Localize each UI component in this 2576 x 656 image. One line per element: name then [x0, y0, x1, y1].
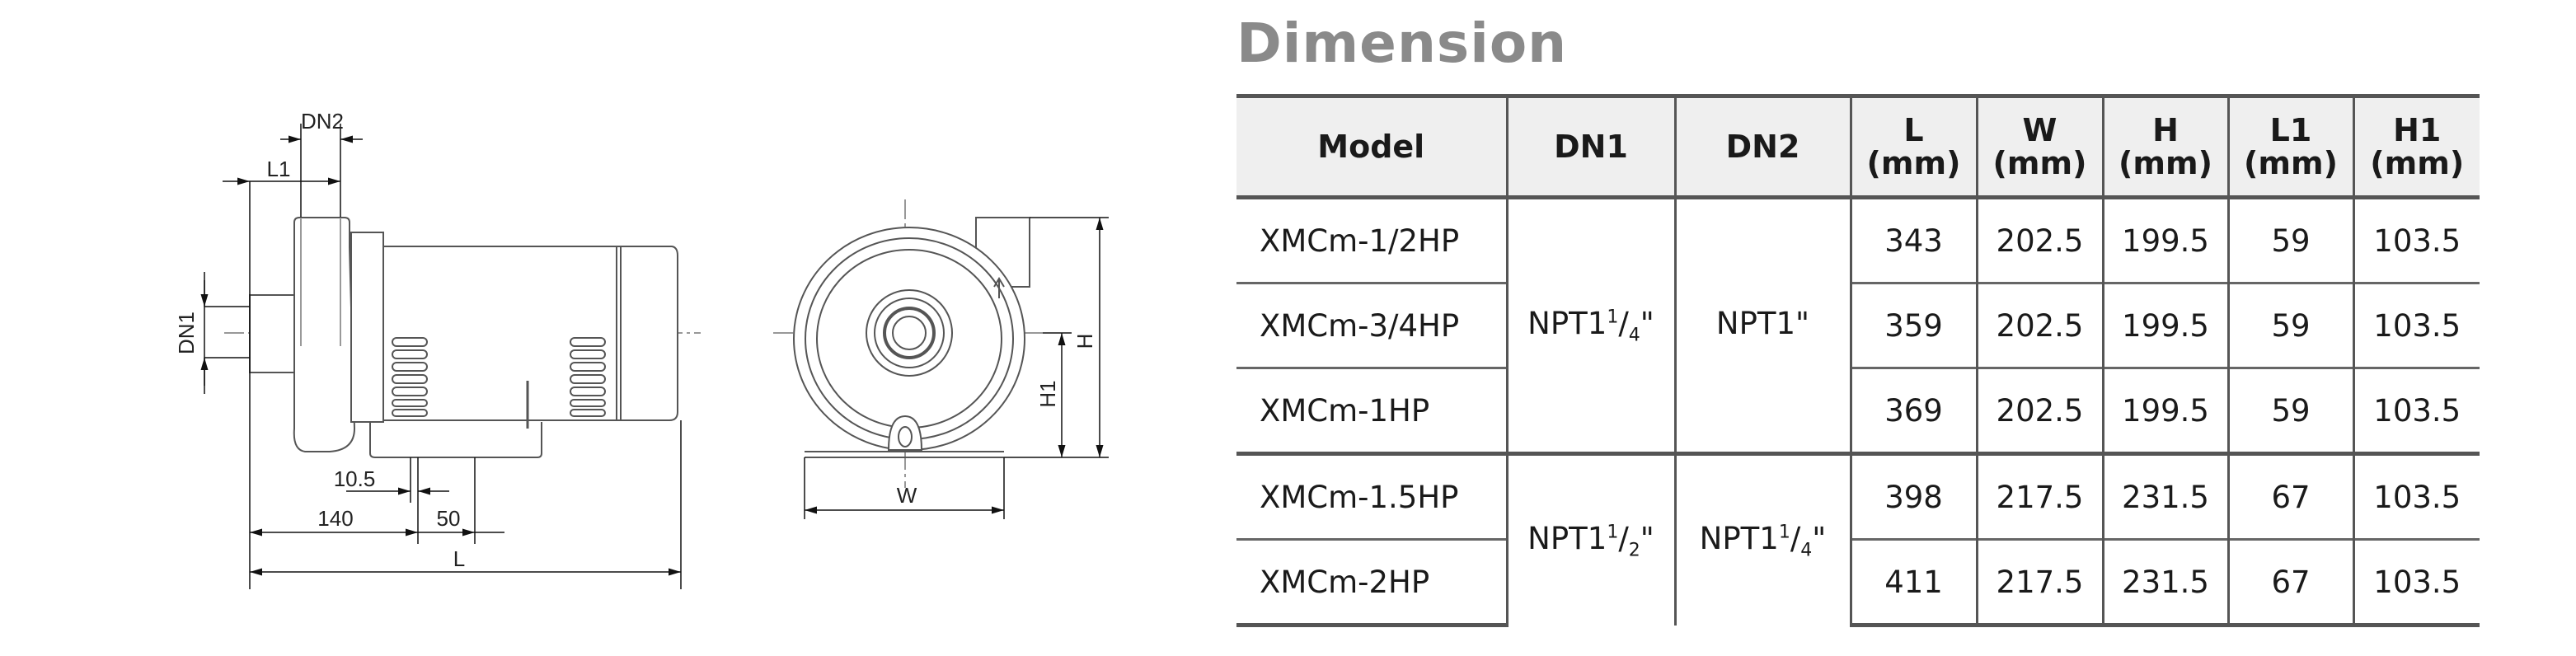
size-base: NPT1" [1715, 305, 1810, 341]
cell-w: 217.5 [1975, 538, 2103, 627]
header-w: W(mm) [1975, 96, 2103, 198]
size-numerator: 1 [1778, 522, 1790, 543]
cell-h: 199.5 [2101, 367, 2228, 454]
label-h: H [1072, 334, 1097, 349]
header-row: Model DN1 DN2 L(mm) W(mm) H(mm) L1(mm) H… [1236, 96, 2480, 198]
cell-h: 199.5 [2101, 196, 2228, 283]
cell-h: 231.5 [2101, 538, 2228, 627]
cell-l: 343 [1849, 196, 1977, 283]
label-dn1: DN1 [174, 312, 199, 354]
cell-h1: 103.5 [2352, 282, 2480, 368]
label-l: L [453, 546, 465, 571]
size-denominator: 2 [1628, 539, 1640, 560]
cell-w: 202.5 [1975, 196, 2103, 283]
cell-w: 202.5 [1975, 282, 2103, 368]
cell-h: 231.5 [2101, 452, 2228, 540]
cell-model: XMCm-3/4HP [1236, 282, 1507, 368]
cell-l1: 67 [2226, 538, 2353, 627]
header-model: Model [1236, 96, 1507, 198]
label-l1: L1 [267, 157, 291, 181]
fraction-slash: / [1790, 520, 1801, 556]
cell-l: 411 [1849, 538, 1977, 627]
front-view [773, 199, 1043, 488]
pump-dimension-drawing: DN2 L1 DN1 10.5 140 50 L W H H1 [174, 109, 1109, 589]
size-denominator: 4 [1628, 325, 1640, 346]
header-l1: L1(mm) [2226, 96, 2353, 198]
cell-model: XMCm-1/2HP [1236, 196, 1507, 283]
fraction-slash: / [1618, 305, 1629, 341]
cell-dn1: NPT11/2" [1505, 452, 1675, 626]
npt-size: NPT1" [1716, 306, 1809, 341]
header-label: W [2022, 112, 2058, 148]
size-numerator: 1 [1607, 307, 1619, 328]
cell-l1: 59 [2226, 367, 2353, 454]
cell-model: XMCm-2HP [1236, 538, 1507, 627]
header-unit: (mm) [2119, 145, 2212, 181]
header-unit: (mm) [1992, 145, 2087, 181]
label-10-5: 10.5 [334, 466, 376, 491]
cell-h1: 103.5 [2352, 538, 2480, 627]
cell-dn2: NPT11/4" [1673, 452, 1851, 626]
npt-size: NPT11/4" [1527, 305, 1654, 345]
size-suffix: " [1812, 520, 1827, 556]
cell-l1: 67 [2226, 452, 2353, 540]
header-unit: (mm) [1866, 145, 1961, 181]
side-view [224, 217, 701, 458]
cell-l: 359 [1849, 282, 1977, 368]
size-base: NPT1 [1527, 305, 1607, 341]
cell-w: 202.5 [1975, 367, 2103, 454]
header-label: L1 [2269, 112, 2312, 148]
header-h: H(mm) [2101, 96, 2228, 198]
label-50: 50 [437, 506, 461, 531]
cell-h1: 103.5 [2352, 196, 2480, 283]
cell-model: XMCm-1HP [1236, 367, 1507, 454]
header-dn2: DN2 [1673, 96, 1851, 198]
cell-model: XMCm-1.5HP [1236, 452, 1507, 540]
header-l: L(mm) [1849, 96, 1977, 198]
size-denominator: 4 [1800, 539, 1813, 560]
cell-l: 369 [1849, 367, 1977, 454]
size-base: NPT1 [1699, 520, 1779, 556]
npt-size: NPT11/4" [1699, 520, 1827, 560]
side-view-dimensions [200, 124, 682, 589]
header-label: H1 [2393, 112, 2442, 148]
size-suffix: " [1640, 520, 1654, 556]
cell-h1: 103.5 [2352, 452, 2480, 540]
header-unit: (mm) [2370, 145, 2465, 181]
header-label: H [2152, 112, 2179, 148]
cell-dn2: NPT1" [1673, 196, 1851, 454]
fraction-slash: / [1618, 520, 1629, 556]
label-h1: H1 [1035, 380, 1060, 407]
cell-h1: 103.5 [2352, 367, 2480, 454]
cell-l1: 59 [2226, 196, 2353, 283]
header-dn1: DN1 [1505, 96, 1675, 198]
label-140: 140 [317, 506, 353, 531]
label-dn2: DN2 [301, 109, 344, 134]
label-w: W [897, 483, 917, 508]
size-base: NPT1 [1527, 520, 1607, 556]
vent-slots [392, 337, 606, 417]
header-unit: (mm) [2244, 145, 2338, 181]
section-title: Dimension [1236, 12, 1568, 75]
npt-size: NPT11/2" [1527, 520, 1654, 560]
size-suffix: " [1640, 305, 1654, 341]
dimension-table: Model DN1 DN2 L(mm) W(mm) H(mm) L1(mm) H… [1236, 94, 2480, 627]
cell-l1: 59 [2226, 282, 2353, 368]
front-view-dimensions [804, 217, 1109, 519]
header-label: L [1903, 112, 1924, 148]
cell-dn1: NPT11/4" [1505, 196, 1675, 454]
size-numerator: 1 [1607, 522, 1619, 543]
cell-h: 199.5 [2101, 282, 2228, 368]
header-h1: H1(mm) [2352, 96, 2480, 198]
cell-w: 217.5 [1975, 452, 2103, 540]
cell-l: 398 [1849, 452, 1977, 540]
